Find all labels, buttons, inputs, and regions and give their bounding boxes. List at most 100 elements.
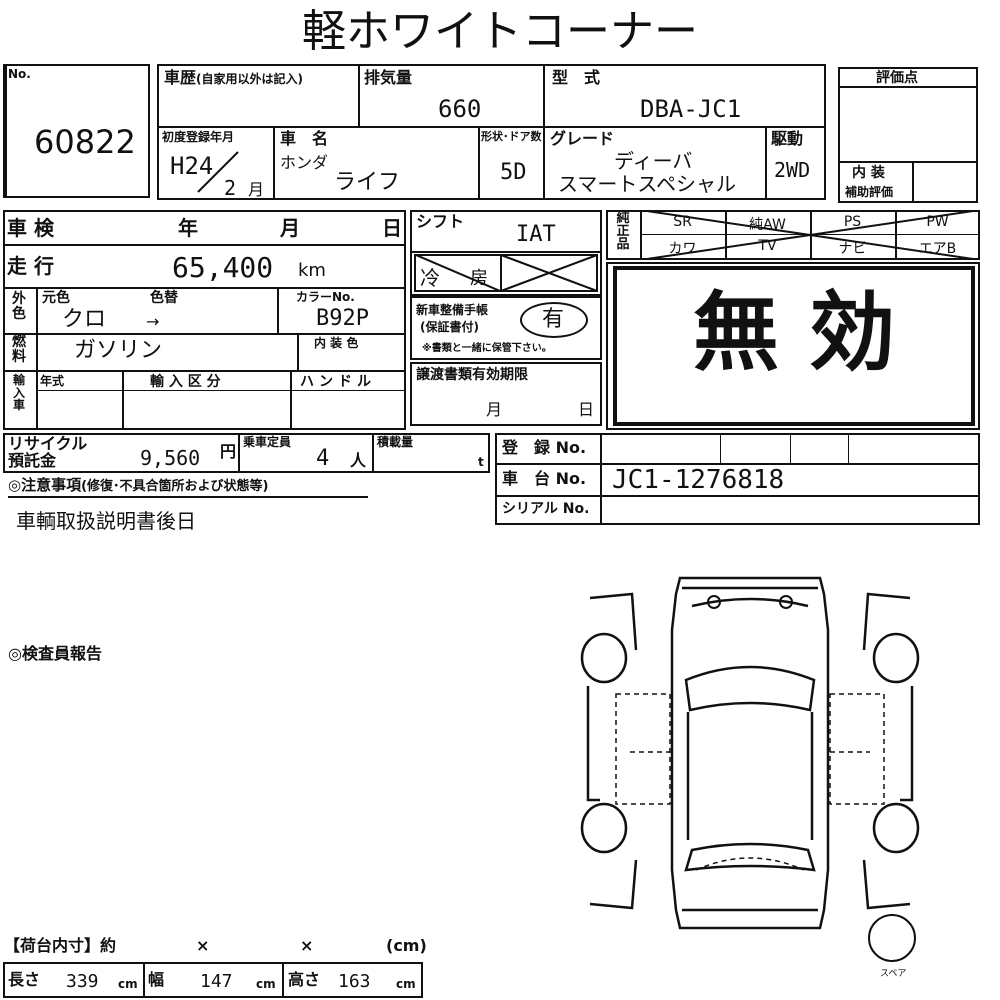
mileage-label: 走 行 <box>7 254 54 278</box>
documents-label: 譲渡書類有効期限 <box>416 367 528 383</box>
equipment-pw: PW <box>926 214 949 230</box>
aircon-box <box>414 254 598 292</box>
equipment-tv: TV <box>758 238 777 254</box>
interior-eval-sub: 補助評価 <box>845 185 894 199</box>
displacement-value: 660 <box>438 95 482 123</box>
car-name: ライフ <box>334 170 401 195</box>
first-registration-month-unit: 月 <box>248 180 265 199</box>
shift-box <box>410 210 602 296</box>
recycle-label1: リサイクル <box>8 434 88 453</box>
equipment-row2: カワ TV ナビ エアB <box>640 238 980 258</box>
capacity-label: 乗車定員 <box>243 435 292 449</box>
car-damage-diagram <box>580 576 920 930</box>
cargo-height: 163 <box>338 971 371 992</box>
import-side-label: 輸入車 <box>12 373 25 413</box>
cargo-length-unit: cm <box>118 977 138 991</box>
fuel-side-label: 燃料 <box>12 334 26 365</box>
cargo-width-label: 幅 <box>148 970 165 989</box>
info-grid-top <box>157 64 826 200</box>
invalid-stamp-inner <box>613 266 975 426</box>
shift-value: IAT <box>516 222 556 247</box>
registration-label: 登 録 No. <box>502 438 587 457</box>
exterior-color-side-label: 外色 <box>12 291 26 322</box>
invalid-stamp-outer <box>606 262 980 430</box>
grade-line2: スマートスペシャル <box>558 172 736 196</box>
drive-value: 2WD <box>774 158 811 182</box>
manual-footnote: ※書類と一緒に保管下さい。 <box>422 343 552 354</box>
capacity-unit: 人 <box>350 451 367 470</box>
car-name-label: 車 名 <box>280 129 329 148</box>
inspection-day: 日 <box>382 216 402 240</box>
lot-no-label: No. <box>8 67 31 81</box>
cargo-unit: (cm) <box>386 936 427 955</box>
cargo-dimension-row <box>3 962 423 998</box>
doors-label: 形状･ドア数 <box>481 130 542 143</box>
cargo-width-unit: cm <box>256 977 276 991</box>
inspection-month: 月 <box>280 216 300 240</box>
equipment-airbag: エアB <box>918 241 957 257</box>
manual-box <box>410 296 602 360</box>
shift-label: シフト <box>416 212 465 231</box>
lot-number: 60822 <box>34 123 136 161</box>
document-title: 軽ホワイトコーナー <box>302 6 698 57</box>
equipment-side-label: 純正品 <box>616 211 630 252</box>
notes-text: 車輌取扱説明書後日 <box>16 509 196 533</box>
equipment-aw: 純AW <box>749 217 786 233</box>
interior-color-label: 内 装 色 <box>314 336 359 350</box>
grade-line1: ディーバ <box>614 149 693 173</box>
equipment-navi: ナビ <box>838 241 867 257</box>
first-registration-era: H24 <box>170 152 214 180</box>
equipment-grid <box>606 210 980 260</box>
equipment-cross <box>640 210 980 260</box>
recycle-row <box>3 433 490 473</box>
mileage-value: 65,400 <box>172 251 274 284</box>
aircon-cross-left <box>416 255 500 291</box>
recycle-label2: 預託金 <box>8 451 57 470</box>
evaluation-box <box>838 67 978 203</box>
model-label: 型 式 <box>552 68 601 87</box>
cargo-x2: × <box>300 936 314 955</box>
manual-label2: (保証書付) <box>420 320 479 334</box>
cargo-length: 339 <box>66 971 99 992</box>
notes-label: ◎注意事項(修復･不具合箇所および状態等) <box>8 476 269 494</box>
fuel-value: ガソリン <box>74 338 163 363</box>
interior-eval-label: 内 装 <box>852 165 885 181</box>
displacement-label: 排気量 <box>364 68 413 87</box>
doors-value: 5D <box>500 160 527 185</box>
first-registration-month: 2 <box>224 176 237 200</box>
registration-grid <box>495 433 980 525</box>
history-label: 車歴(自家用以外は記入) <box>164 68 303 87</box>
chassis-label: 車 台 No. <box>502 469 587 488</box>
lot-corner-mark <box>3 64 17 198</box>
evaluation-label: 評価点 <box>876 70 918 86</box>
invalid-stamp-text: 無 効 <box>693 283 895 383</box>
aircon-cross-right <box>501 255 597 291</box>
cargo-width: 147 <box>200 971 233 992</box>
equipment-ps: PS <box>843 214 862 230</box>
cargo-x1: × <box>196 936 210 955</box>
equipment-row1: SR 純AW PS PW <box>640 214 980 234</box>
serial-label: シリアル No. <box>502 501 590 517</box>
changed-color-label: 色替 <box>150 290 178 306</box>
equipment-sr: SR <box>673 214 692 230</box>
cargo-height-unit: cm <box>396 977 416 991</box>
documents-box <box>410 362 602 426</box>
chassis-value: JC1-1276818 <box>612 465 785 495</box>
inspection-year: 年 <box>178 216 198 240</box>
load-unit: t <box>478 455 484 469</box>
spare-tire-label: スペア <box>880 969 907 979</box>
first-registration-label: 初度登録年月 <box>162 130 235 144</box>
original-color: クロ <box>62 307 107 332</box>
documents-day: 日 <box>578 400 595 419</box>
drive-label: 駆動 <box>771 129 804 148</box>
manual-label1: 新車整備手帳 <box>416 303 489 317</box>
spare-tire-circle <box>868 914 916 962</box>
import-year-label: 年式 <box>40 374 65 388</box>
equipment-leather: カワ <box>668 241 697 257</box>
load-label: 積載量 <box>377 435 414 449</box>
original-color-label: 元色 <box>42 290 70 306</box>
color-no-label: カラーNo. <box>296 290 355 304</box>
car-maker: ホンダ <box>280 153 329 172</box>
documents-month: 月 <box>486 400 503 419</box>
mileage-unit: km <box>298 260 326 281</box>
